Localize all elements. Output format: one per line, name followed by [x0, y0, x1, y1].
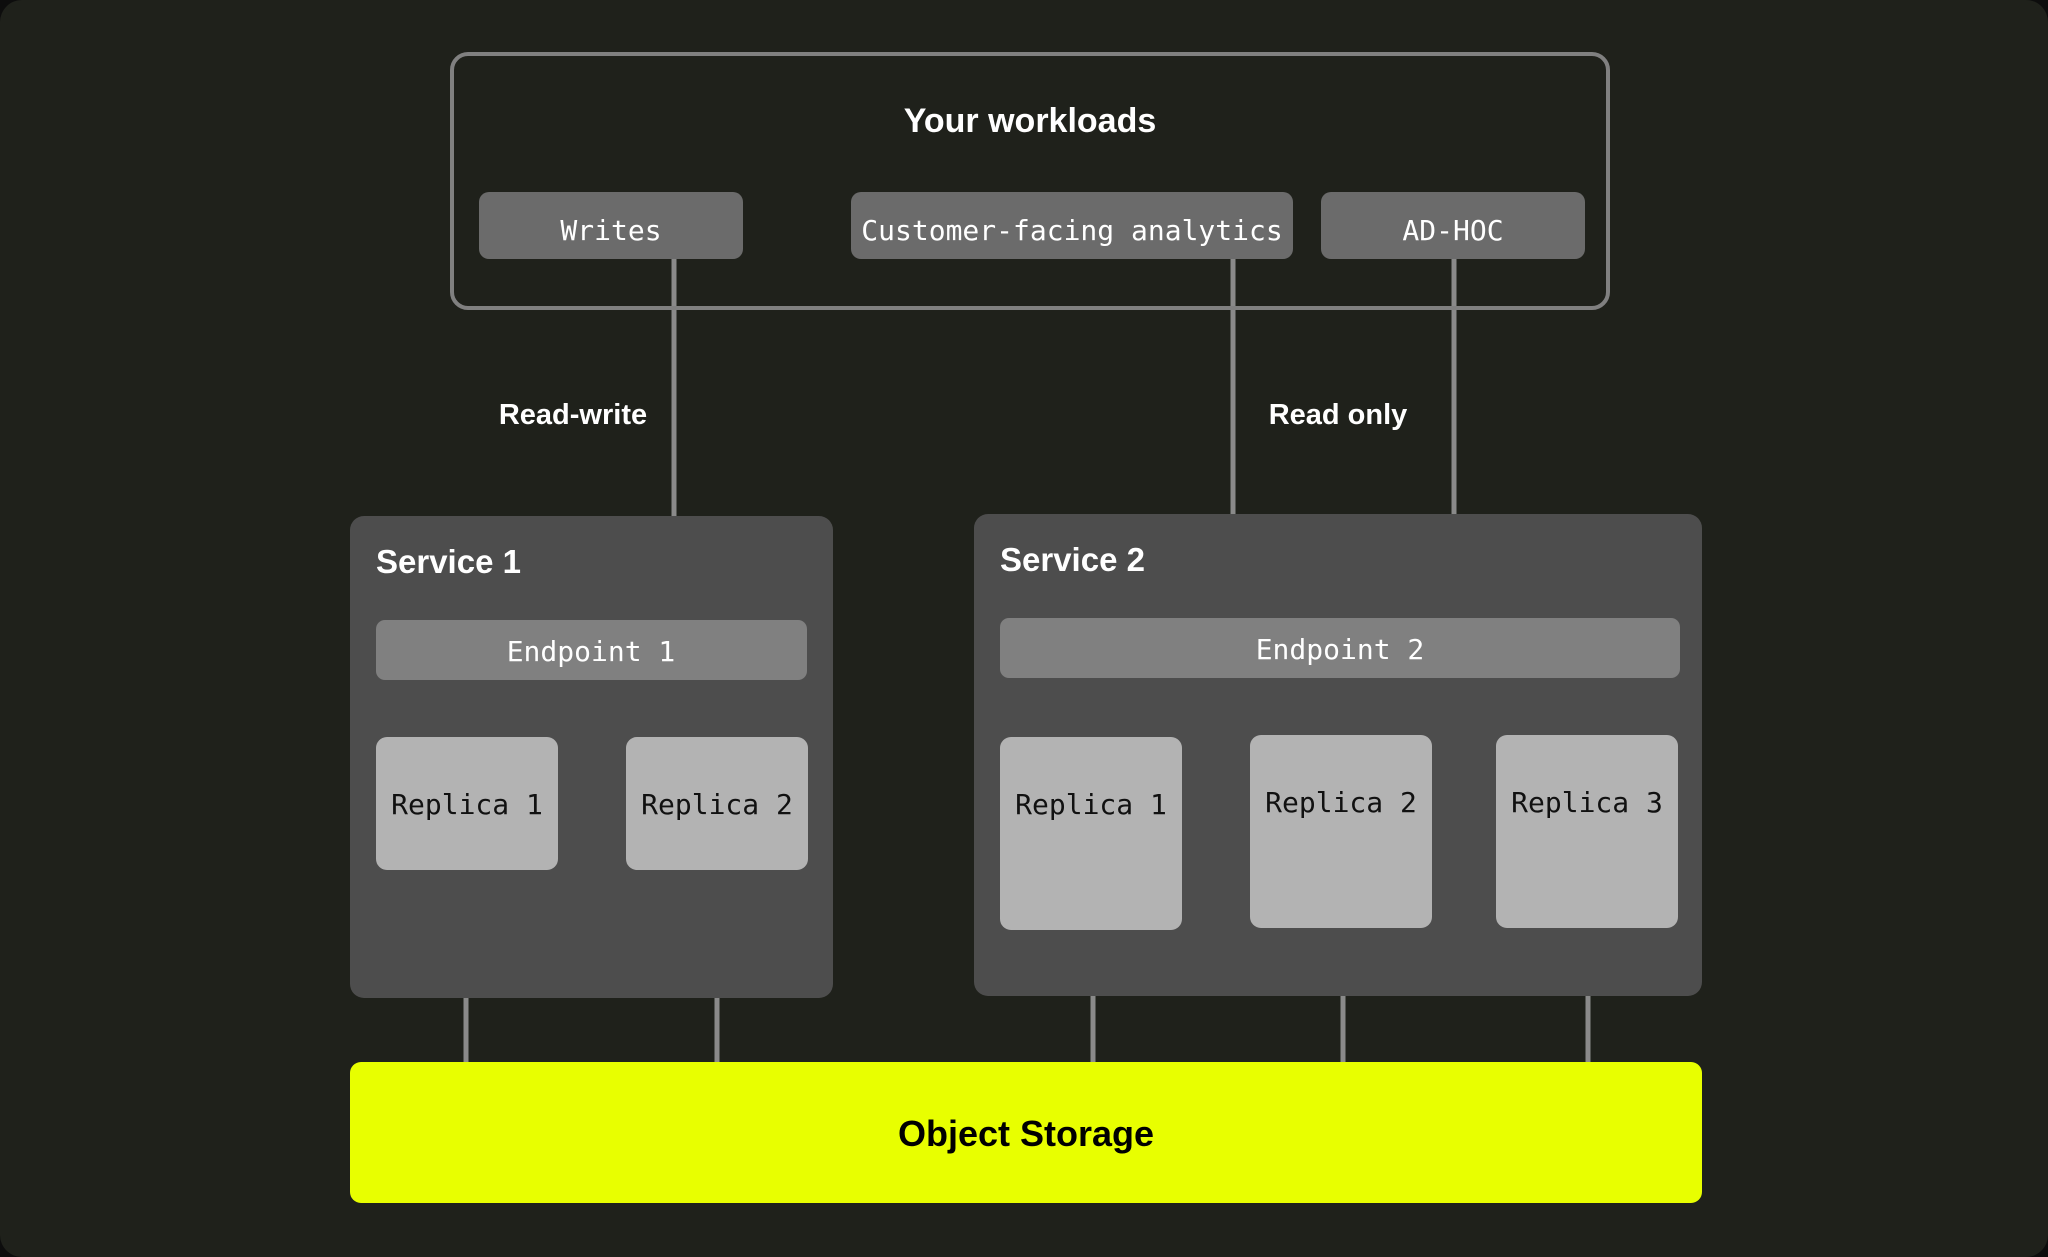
service-2-endpoint-label: Endpoint 2 [1256, 633, 1425, 666]
workload-chip-ad-hoc[interactable]: AD-HOC [1321, 192, 1585, 259]
service-1-panel: Service 1 Endpoint 1 Replica 1 Replica 2 [350, 516, 833, 998]
service-1-endpoint-bg[interactable] [376, 620, 807, 680]
service-1-title: Service 1 [376, 543, 521, 580]
object-storage-bg[interactable] [350, 1062, 1702, 1203]
service-2-replica-3[interactable]: Replica 3 [1496, 735, 1678, 928]
edge-label-read-only: Read only [1269, 399, 1408, 431]
service-1-replica-1-label: Replica 1 [391, 788, 543, 821]
service-2-replica-1[interactable]: Replica 1 [1000, 737, 1182, 930]
service-2-endpoint-bg[interactable] [1000, 618, 1680, 678]
service-2-panel: Service 2 Endpoint 2 Replica 1 Replica 2… [974, 514, 1702, 996]
service-1-replica-1-bg[interactable] [376, 737, 558, 870]
service-2-replica-3-label: Replica 3 [1511, 786, 1663, 819]
your-workloads-title: Your workloads [904, 102, 1157, 140]
service-1-replica-2[interactable]: Replica 2 [626, 737, 808, 870]
workload-chip-writes-bg[interactable] [479, 192, 743, 259]
service-1-replica-2-bg[interactable] [626, 737, 808, 870]
workload-chip-writes-label: Writes [560, 214, 661, 247]
your-workloads-group: Your workloads Writes Customer-facing an… [450, 52, 1610, 310]
service-2-replica-2-label: Replica 2 [1265, 786, 1417, 819]
workload-chip-writes[interactable]: Writes [479, 192, 743, 259]
workload-chip-ad-hoc-label: AD-HOC [1402, 214, 1503, 247]
service-1-replica-1[interactable]: Replica 1 [376, 737, 558, 870]
service-2-replica-1-label: Replica 1 [1015, 788, 1167, 821]
service-2-replica-2[interactable]: Replica 2 [1250, 735, 1432, 928]
your-workloads-border [450, 52, 1610, 310]
workload-chip-customer-facing-analytics-label: Customer-facing analytics [861, 214, 1282, 247]
workload-chip-customer-facing-analytics-bg[interactable] [851, 192, 1293, 259]
workload-chip-customer-facing-analytics[interactable]: Customer-facing analytics [851, 192, 1293, 259]
service-1-replica-2-label: Replica 2 [641, 788, 793, 821]
service-2-title: Service 2 [1000, 541, 1145, 578]
service-2-replica-3-bg[interactable] [1496, 735, 1678, 928]
edge-label-read-write: Read-write [499, 399, 647, 431]
service-2-replica-1-bg[interactable] [1000, 737, 1182, 930]
service-2-endpoint[interactable]: Endpoint 2 [1000, 618, 1680, 678]
workload-chip-ad-hoc-bg[interactable] [1321, 192, 1585, 259]
service-2-replica-2-bg[interactable] [1250, 735, 1432, 928]
object-storage[interactable]: Object Storage [350, 1062, 1702, 1203]
object-storage-label: Object Storage [898, 1113, 1154, 1154]
service-1-endpoint-label: Endpoint 1 [507, 635, 676, 668]
service-1-endpoint[interactable]: Endpoint 1 [376, 620, 807, 680]
